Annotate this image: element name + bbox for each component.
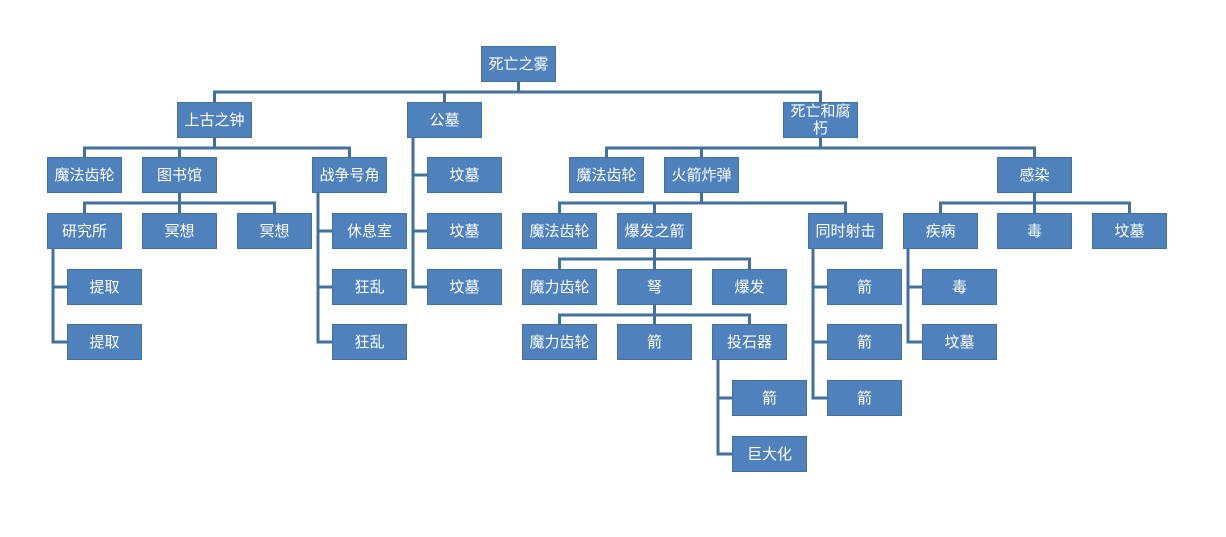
node-frenzy-2[interactable]: 狂乱 <box>332 324 407 360</box>
node-meditate-2[interactable]: 冥想 <box>237 213 312 249</box>
node-poison-1[interactable]: 毒 <box>922 269 997 305</box>
node-magic-gear-2[interactable]: 魔法齿轮 <box>569 157 644 193</box>
node-label: 研究所 <box>61 221 107 240</box>
node-poison-2[interactable]: 毒 <box>997 213 1072 249</box>
node-label: 冥想 <box>259 221 290 240</box>
node-label: 弩 <box>646 277 662 296</box>
node-label: 战争号角 <box>319 165 380 184</box>
node-volley[interactable]: 同时射击 <box>808 213 883 249</box>
node-meditate-1[interactable]: 冥想 <box>142 213 217 249</box>
node-lounge[interactable]: 休息室 <box>332 213 407 249</box>
node-label: 狂乱 <box>354 332 385 351</box>
node-label: 提取 <box>89 277 120 296</box>
node-grave-3[interactable]: 坟墓 <box>427 269 502 305</box>
node-frenzy-1[interactable]: 狂乱 <box>332 269 407 305</box>
node-arrow-5[interactable]: 箭 <box>827 380 902 416</box>
node-label: 毒 <box>951 277 967 296</box>
node-label: 魔力齿轮 <box>529 277 590 296</box>
node-label: 狂乱 <box>354 277 385 296</box>
node-burst-arrow[interactable]: 爆发之箭 <box>617 213 692 249</box>
node-label: 魔法齿轮 <box>529 221 590 240</box>
node-extract-2[interactable]: 提取 <box>67 324 142 360</box>
node-magic-gear-3[interactable]: 魔法齿轮 <box>522 213 597 249</box>
node-label: 坟墓 <box>944 332 975 351</box>
node-catapult[interactable]: 投石器 <box>712 324 787 360</box>
node-label: 投石器 <box>726 332 772 351</box>
node-grave-5[interactable]: 坟墓 <box>1092 213 1167 249</box>
node-crossbow[interactable]: 弩 <box>617 269 692 305</box>
node-grave-2[interactable]: 坟墓 <box>427 213 502 249</box>
node-label: 同时射击 <box>815 221 876 240</box>
node-cemetery[interactable]: 公墓 <box>407 102 482 138</box>
node-arrow-4[interactable]: 箭 <box>827 324 902 360</box>
node-arrow-1[interactable]: 箭 <box>617 324 692 360</box>
node-extract-1[interactable]: 提取 <box>67 269 142 305</box>
node-label: 坟墓 <box>449 221 480 240</box>
node-root[interactable]: 死亡之雾 <box>481 46 556 82</box>
node-label: 上古之钟 <box>184 110 245 129</box>
node-label: 公墓 <box>429 110 460 129</box>
node-label: 魔法齿轮 <box>54 165 115 184</box>
node-gigantify[interactable]: 巨大化 <box>732 436 807 472</box>
node-label: 冥想 <box>164 221 195 240</box>
node-war-horn[interactable]: 战争号角 <box>312 157 387 193</box>
node-label: 图书馆 <box>156 165 202 184</box>
node-infection[interactable]: 感染 <box>997 157 1072 193</box>
node-label: 箭 <box>646 332 662 351</box>
node-label: 火箭炸弹 <box>671 165 732 184</box>
node-burst[interactable]: 爆发 <box>712 269 787 305</box>
node-label: 巨大化 <box>746 444 792 463</box>
node-label: 坟墓 <box>449 165 480 184</box>
node-power-gear-1[interactable]: 魔力齿轮 <box>522 269 597 305</box>
node-label: 魔法齿轮 <box>576 165 637 184</box>
node-grave-4[interactable]: 坟墓 <box>922 324 997 360</box>
node-label: 提取 <box>89 332 120 351</box>
node-label: 箭 <box>856 332 872 351</box>
node-arrow-2[interactable]: 箭 <box>732 380 807 416</box>
node-label: 箭 <box>761 388 777 407</box>
node-label: 箭 <box>856 277 872 296</box>
node-label: 疾病 <box>925 221 956 240</box>
node-label: 死亡之雾 <box>488 54 549 73</box>
node-rocket-bomb[interactable]: 火箭炸弹 <box>664 157 739 193</box>
node-label: 毒 <box>1026 221 1042 240</box>
node-label: 坟墓 <box>449 277 480 296</box>
node-death-decay[interactable]: 死亡和腐朽 <box>783 102 858 138</box>
node-disease[interactable]: 疾病 <box>903 213 978 249</box>
node-label: 感染 <box>1019 165 1050 184</box>
node-label: 魔力齿轮 <box>529 332 590 351</box>
node-research[interactable]: 研究所 <box>47 213 122 249</box>
node-label: 休息室 <box>346 221 392 240</box>
node-label: 坟墓 <box>1114 221 1145 240</box>
node-power-gear-2[interactable]: 魔力齿轮 <box>522 324 597 360</box>
node-ancient-bell[interactable]: 上古之钟 <box>177 102 252 138</box>
node-library[interactable]: 图书馆 <box>142 157 217 193</box>
node-magic-gear-1[interactable]: 魔法齿轮 <box>47 157 122 193</box>
node-label: 爆发之箭 <box>624 221 685 240</box>
node-label: 死亡和腐朽 <box>790 102 851 137</box>
node-grave-1[interactable]: 坟墓 <box>427 157 502 193</box>
node-arrow-3[interactable]: 箭 <box>827 269 902 305</box>
node-label: 爆发 <box>734 277 765 296</box>
node-label: 箭 <box>856 388 872 407</box>
